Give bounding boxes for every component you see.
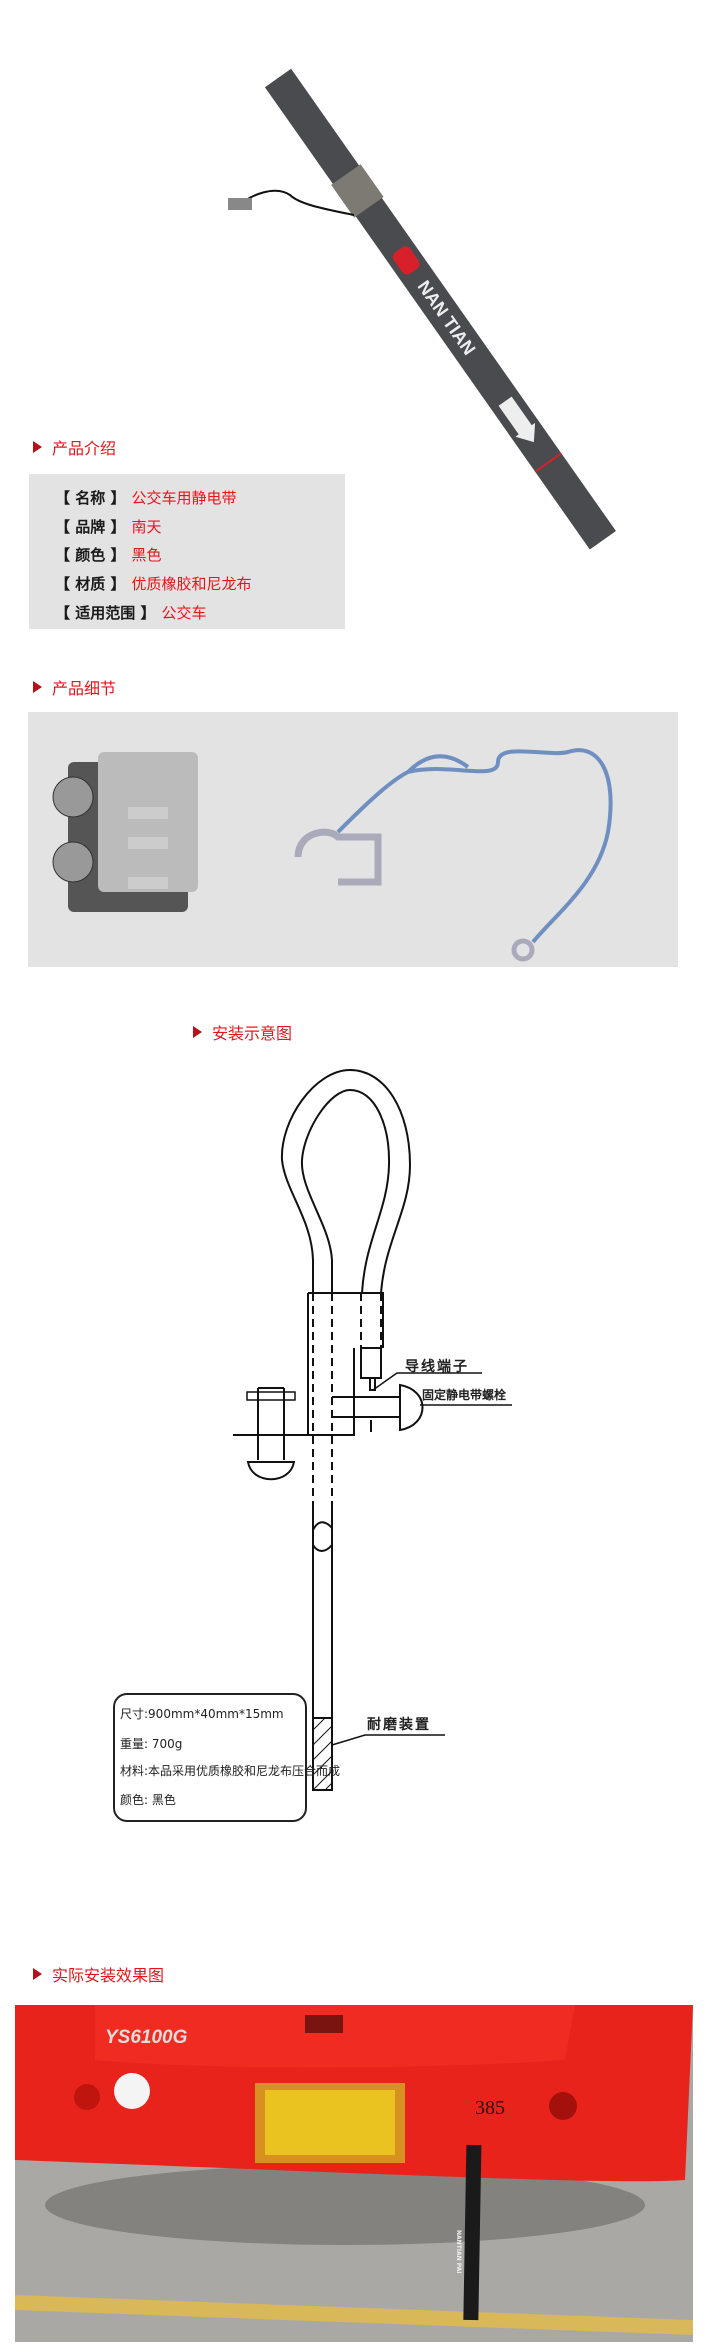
triangle-icon (33, 681, 42, 693)
bus-model: YS6100G (105, 2027, 188, 2048)
label-bolt: 固定静电带螺栓 (422, 1388, 507, 1402)
fixing-bolt (332, 1396, 400, 1418)
spec-info-box: 尺寸:900mm*40mm*15mm 重量: 700g 材料:本品采用优质橡胶和… (113, 1693, 340, 1822)
clamp-bracket-image (52, 752, 198, 912)
product-photo: NAN TIAN (228, 68, 616, 550)
strip-hidden-lines (312, 1293, 333, 1505)
spec-table: 【 名称 】公交车用静电带 【 品牌 】南天 【 颜色 】黑色 【 材质 】优质… (29, 474, 345, 629)
triangle-icon (193, 1026, 202, 1038)
bus-number: 385 (475, 2097, 505, 2119)
intro-heading: 产品介绍 (33, 435, 116, 459)
details-heading: 产品细节 (33, 675, 116, 699)
installed-strip (463, 2144, 482, 2321)
strip-loop-inner (300, 1088, 391, 1294)
cable (239, 189, 355, 216)
spec-row: 【 适用范围 】公交车 (55, 604, 207, 622)
strip-text: NAN TIAN (414, 277, 480, 359)
spec-row: 【 名称 】公交车用静电带 (55, 489, 237, 507)
triangle-icon (33, 1968, 42, 1980)
installed-strip-text: NANTIAN PAI (455, 2230, 462, 2274)
arrow-icon (498, 396, 536, 443)
diagram-heading: 安装示意图 (193, 1020, 292, 1044)
cable-clip (228, 198, 252, 210)
label-terminal: 导线端子 (405, 1359, 469, 1375)
strip-loop-outer (280, 1068, 412, 1294)
spec-row: 【 品牌 】南天 (55, 518, 162, 536)
wire-terminal (360, 1347, 382, 1379)
bus-emblem (114, 2073, 150, 2109)
installed-heading: 实际安装效果图 (33, 1962, 164, 1986)
spec-row: 【 材质 】优质橡胶和尼龙布 (55, 575, 252, 593)
detail-photo (28, 712, 678, 967)
installation-diagram (233, 1068, 512, 1791)
label-wear: 耐磨装置 (367, 1717, 431, 1733)
installed-photo: YS6100G 385 NANTIAN PAI (15, 2005, 693, 2342)
spec-row: 【 颜色 】黑色 (55, 546, 162, 564)
triangle-icon (33, 441, 42, 453)
wear-hatch (312, 1717, 333, 1791)
mounting-plate (233, 1348, 355, 1436)
ground-wire-image (294, 748, 613, 962)
brand-logo (392, 246, 420, 275)
strip-clamp (331, 164, 384, 218)
